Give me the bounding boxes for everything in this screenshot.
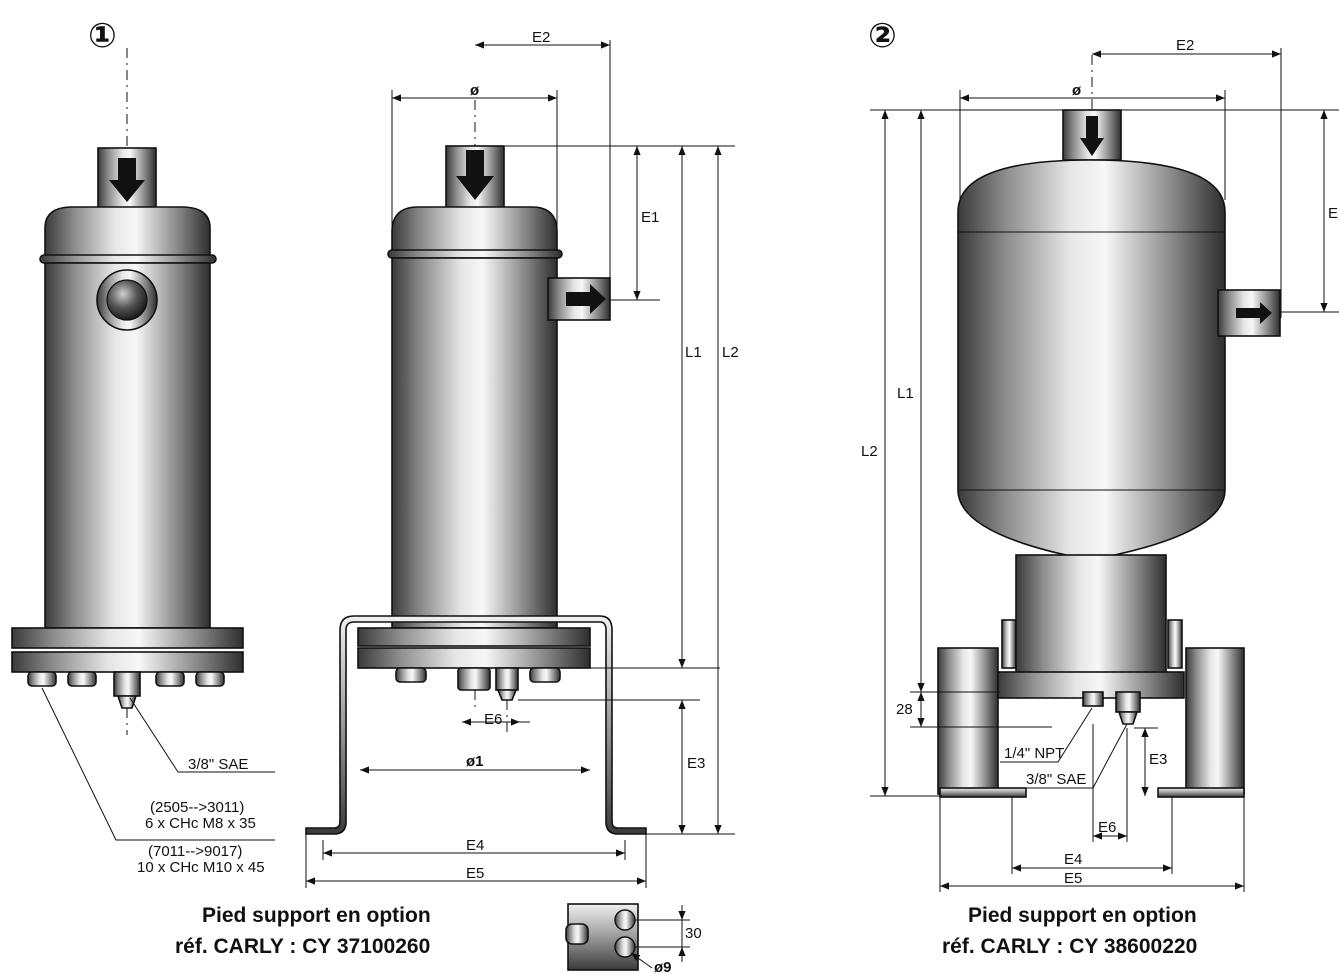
svg-text:L2: L2 bbox=[861, 443, 878, 460]
view2-dimensions: E2 ø E1 L2 L1 28 E3 1/4" NPT 3/8" SAE E6 bbox=[861, 37, 1339, 892]
svg-text:E1: E1 bbox=[641, 209, 659, 226]
bolt-heads bbox=[27, 671, 225, 709]
bolt-b-label: 10 x CHc M10 x 45 bbox=[137, 859, 265, 876]
caption1-line2: réf. CARLY : CY 37100260 bbox=[175, 935, 430, 958]
svg-text:ø1: ø1 bbox=[466, 753, 484, 770]
svg-text:E6: E6 bbox=[1098, 819, 1116, 836]
support-bracket bbox=[305, 615, 647, 835]
outlet-arrow-icon bbox=[1236, 302, 1272, 324]
tank-top bbox=[44, 206, 211, 261]
svg-text:E3: E3 bbox=[687, 755, 705, 772]
svg-text:E6: E6 bbox=[484, 711, 502, 728]
svg-text:ø: ø bbox=[470, 82, 480, 99]
sae-label: 3/8" SAE bbox=[188, 756, 248, 773]
svg-text:L2: L2 bbox=[722, 344, 739, 361]
bolt-a-label: 6 x CHc M8 x 35 bbox=[145, 815, 256, 832]
support-foot-detail: 30 ø9 bbox=[565, 903, 702, 975]
inlet-arrow-icon bbox=[1080, 116, 1104, 156]
tank-ring bbox=[39, 254, 217, 264]
support-leg-right bbox=[1185, 647, 1245, 795]
sight-glass bbox=[106, 279, 148, 321]
bolt-heads bbox=[395, 667, 561, 701]
flange-bottom bbox=[11, 651, 244, 673]
svg-text:ø9: ø9 bbox=[654, 959, 672, 975]
bolt-a-range: (2505-->3011) bbox=[150, 799, 244, 816]
caption2-line1: Pied support en option bbox=[968, 904, 1197, 927]
view2-number: ② bbox=[868, 16, 897, 56]
view2-unit: ② bbox=[868, 16, 1281, 798]
svg-text:28: 28 bbox=[896, 701, 913, 718]
view1-number: ① bbox=[88, 16, 117, 56]
svg-text:E2: E2 bbox=[1176, 37, 1194, 54]
caption2-line2: réf. CARLY : CY 38600220 bbox=[942, 935, 1197, 958]
flange-top bbox=[11, 627, 244, 649]
inlet-arrow-icon bbox=[456, 150, 494, 200]
svg-text:E5: E5 bbox=[1064, 870, 1082, 887]
tank-body bbox=[391, 257, 558, 629]
svg-text:1/4" NPT: 1/4" NPT bbox=[1004, 745, 1064, 762]
caption1-line1: Pied support en option bbox=[202, 904, 431, 927]
svg-text:E5: E5 bbox=[466, 865, 484, 882]
view1-side-unit bbox=[305, 100, 647, 835]
svg-text:30: 30 bbox=[685, 925, 702, 942]
svg-text:E3: E3 bbox=[1149, 751, 1167, 768]
svg-text:E2: E2 bbox=[532, 29, 550, 46]
svg-text:E1: E1 bbox=[1328, 205, 1339, 222]
svg-text:ø: ø bbox=[1072, 82, 1082, 99]
support-leg-left bbox=[937, 647, 999, 795]
svg-text:L1: L1 bbox=[685, 344, 702, 361]
svg-text:3/8" SAE: 3/8" SAE bbox=[1026, 771, 1086, 788]
view1-unit: ① 3/8" SAE (2505-->3011) 6 x CHc M8 x 35… bbox=[11, 16, 275, 876]
bolt-b-range: (7011-->9017) bbox=[148, 843, 242, 860]
inlet-arrow-icon bbox=[109, 158, 145, 202]
view1-dimensions: E2 ø E1 L1 L2 E3 E6 ø1 E4 E5 bbox=[305, 29, 739, 888]
tank-body bbox=[957, 159, 1226, 561]
outlet-arrow-icon bbox=[566, 284, 606, 314]
svg-text:E4: E4 bbox=[466, 837, 484, 854]
svg-text:L1: L1 bbox=[897, 385, 914, 402]
svg-text:E4: E4 bbox=[1064, 851, 1082, 868]
tank-neck bbox=[1015, 554, 1167, 676]
